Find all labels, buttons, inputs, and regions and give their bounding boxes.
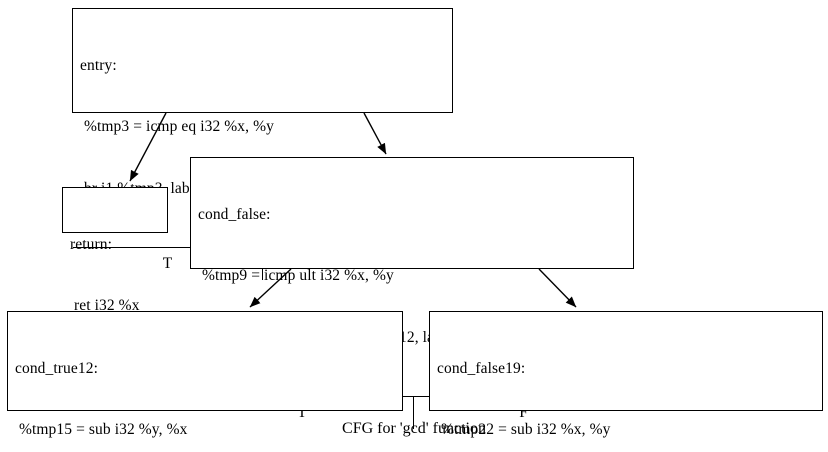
node-cond-false19-line-1: %tmp22 = sub i32 %x, %y: [437, 421, 611, 439]
node-return[interactable]: return: ret i32 %x: [62, 187, 168, 314]
node-cond-true12-line-1: %tmp15 = sub i32 %y, %x: [15, 421, 188, 439]
node-cond-false-port-false[interactable]: F: [413, 396, 633, 429]
node-return-line-0: return:: [70, 235, 113, 253]
node-return-body: return: ret i32 %x: [63, 188, 167, 364]
node-cond-false[interactable]: cond_false: %tmp9 = icmp ult i32 %x, %y …: [190, 157, 634, 429]
node-cond-true12-body: cond_true12: %tmp15 = sub i32 %y, %x %tm…: [8, 312, 402, 452]
node-cond-false-port-true[interactable]: T: [297, 403, 307, 421]
node-entry-line-0: entry:: [80, 56, 117, 74]
node-cond-true12-line-0: cond_true12:: [15, 359, 98, 377]
node-cond-false19-body: cond_false19: %tmp22 = sub i32 %x, %y %t…: [430, 312, 822, 452]
node-return-line-1: ret i32 %x: [70, 297, 140, 315]
node-cond-false-line-1: %tmp9 = icmp ult i32 %x, %y: [198, 267, 394, 285]
node-entry-port-true[interactable]: T: [162, 254, 173, 272]
node-cond-false-line-0: cond_false:: [198, 205, 271, 223]
node-cond-false-ports: T F: [191, 395, 633, 429]
node-cond-true12[interactable]: cond_true12: %tmp15 = sub i32 %y, %x %tm…: [7, 311, 403, 438]
node-cond-false19[interactable]: cond_false19: %tmp22 = sub i32 %x, %y %t…: [429, 311, 823, 438]
node-entry-line-1: %tmp3 = icmp eq i32 %x, %y: [80, 118, 274, 136]
diagram-caption: CFG for 'gcd' function: [342, 420, 486, 437]
node-cond-false19-line-0: cond_false19:: [437, 359, 526, 377]
node-entry[interactable]: entry: %tmp3 = icmp eq i32 %x, %y br i1 …: [72, 8, 453, 280]
